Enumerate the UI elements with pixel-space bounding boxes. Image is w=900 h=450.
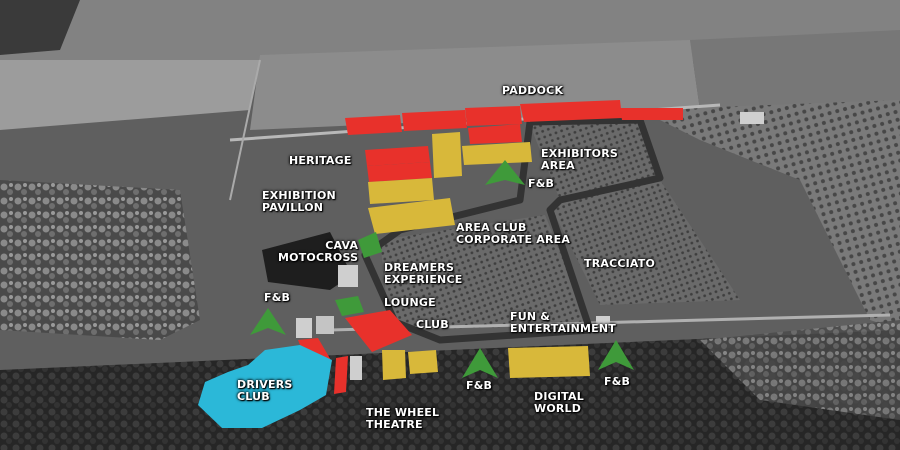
paddock-zone-2[interactable] <box>402 110 467 131</box>
wheel-theatre-yellow-2[interactable] <box>408 350 438 374</box>
field-central <box>380 215 590 330</box>
green-zone-motocross[interactable] <box>358 232 382 258</box>
fb-tent-bottom-mid[interactable] <box>462 348 498 378</box>
fb-tent-left[interactable] <box>250 308 286 335</box>
label-area-club-corporate: AREA CLUB CORPORATE AREA <box>456 221 571 246</box>
green-zone-lounge[interactable] <box>335 296 364 316</box>
exhibitors-area-zone[interactable] <box>462 142 532 165</box>
building-fun <box>596 316 610 328</box>
tree-cluster-top-left <box>0 0 80 55</box>
building-motocross <box>338 265 358 287</box>
label-club: CLUB <box>416 318 449 331</box>
label-fb-bottom-mid: F&B <box>466 379 493 392</box>
label-exhibitors-area: EXHIBITORS AREA <box>541 147 619 172</box>
label-digital-world: DIGITAL WORLD <box>534 390 584 415</box>
rocky-area-left <box>0 180 200 340</box>
cava-motocross-zone <box>262 232 352 290</box>
right-upper-field <box>690 30 900 110</box>
heritage-zone-2[interactable] <box>367 162 432 182</box>
label-lounge: LOUNGE <box>384 296 436 309</box>
fun-entertainment-zone[interactable] <box>508 346 590 378</box>
field-north <box>530 120 655 200</box>
wheel-theatre-yellow-1[interactable] <box>382 350 406 380</box>
lake <box>0 60 260 130</box>
orchard-right <box>640 100 900 330</box>
exhibition-yellow-blocks[interactable] <box>368 198 455 234</box>
paddock-zone-3[interactable] <box>465 106 522 126</box>
fb-tent-bottom-right[interactable] <box>598 340 634 370</box>
field-tracciato <box>550 180 740 305</box>
label-heritage: HERITAGE <box>289 154 352 167</box>
paddock-zone-4[interactable] <box>520 100 622 122</box>
label-fb-left: F&B <box>264 291 291 304</box>
label-fun-entertainment: FUN & ENTERTAINMENT <box>510 310 616 335</box>
road-west <box>229 59 261 201</box>
paddock-zone-1[interactable] <box>345 115 402 135</box>
label-fb-bottom-right: F&B <box>604 375 631 388</box>
label-tracciato: TRACCIATO <box>584 257 656 270</box>
rocky-area-bottom-right <box>700 320 900 420</box>
label-fb-top: F&B <box>528 177 555 190</box>
label-cava-motocross: CAVA MOTOCROSS <box>278 239 359 264</box>
theatre-red-strip[interactable] <box>334 356 348 394</box>
label-dreamers-experience: DREAMERS EXPERIENCE <box>384 261 463 286</box>
label-drivers-club: DRIVERS CLUB <box>237 378 293 403</box>
building-left-1 <box>296 318 312 338</box>
building-theatre <box>350 356 362 380</box>
heritage-yellow-block[interactable] <box>432 132 462 178</box>
label-exhibition-pavillon: EXHIBITION PAVILLON <box>262 189 336 214</box>
drivers-club-zone[interactable] <box>198 345 332 428</box>
building-northeast <box>740 112 764 124</box>
heritage-zone-1[interactable] <box>365 146 430 166</box>
label-paddock: PADDOCK <box>502 84 564 97</box>
label-the-wheel-theatre: THE WHEEL THEATRE <box>366 406 440 431</box>
paddock-zone-6[interactable] <box>468 124 522 144</box>
paddock-zone-5[interactable] <box>620 108 683 120</box>
club-zone[interactable] <box>345 310 412 352</box>
fb-tent-top[interactable] <box>485 160 525 185</box>
building-left-2 <box>316 316 334 334</box>
exhibition-pavillon-zone[interactable] <box>368 178 434 204</box>
